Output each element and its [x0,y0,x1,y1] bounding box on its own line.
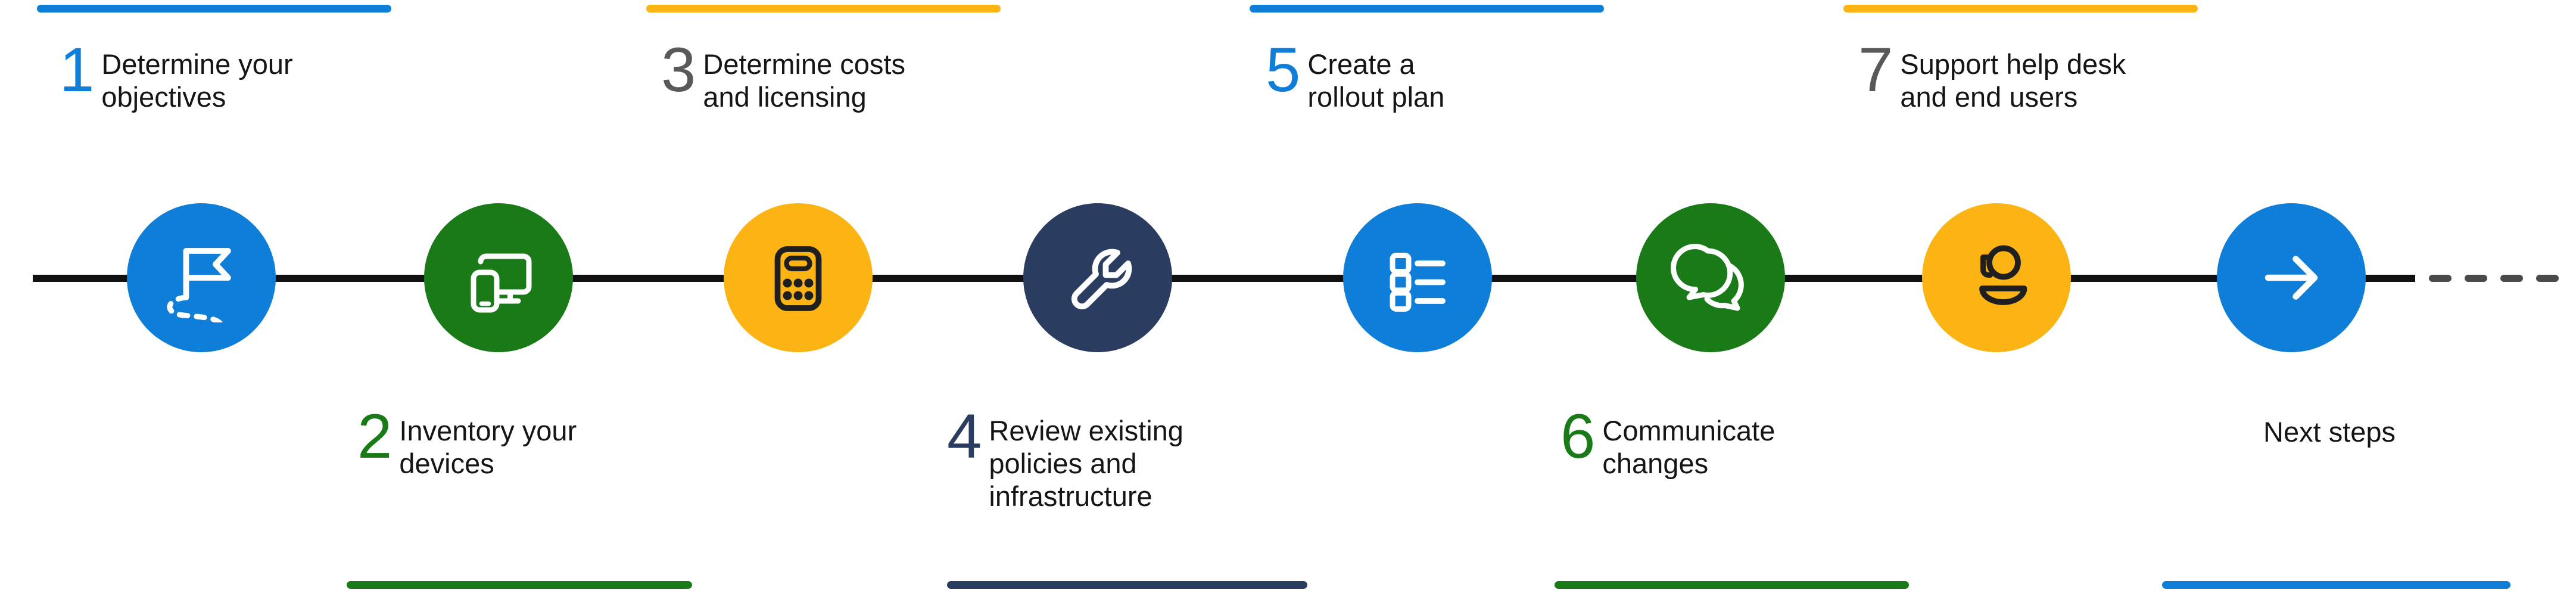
step-4-circle[interactable] [1023,203,1172,352]
step-1-label-block: 1 Determine your objectives [60,35,293,114]
step-4-number: 4 [947,402,982,471]
step-6-text: Communicate changes [1602,415,1776,479]
step-5-label-block: 5 Create a rollout plan [1266,35,1445,114]
step-3-number: 3 [661,35,696,105]
devices-icon [471,253,532,313]
step-7-number: 7 [1858,35,1893,105]
step-4-label-block: 4 Review existing policies and infrastru… [947,402,1183,513]
chat-bubbles-icon [1671,244,1744,311]
flag-path-icon [167,248,231,322]
step-7-text: Support help desk and end users [1900,48,2126,113]
timeline-track [33,275,2415,282]
step-5-circle[interactable] [1343,203,1492,352]
accent-bar-step-6 [1555,581,1909,589]
dash-segment [2500,275,2523,282]
next-steps-label-block: Next steps [2263,416,2396,449]
step-3-text: Determine costs and licensing [703,48,905,113]
step-4-text: Review existing policies and infrastruct… [989,415,1183,512]
calculator-icon [774,246,822,311]
step-6-number: 6 [1560,402,1595,471]
checklist-icon [1390,253,1446,312]
step-2-number: 2 [357,402,392,471]
dash-segment [2465,275,2487,282]
timeline-dashed-tail [2429,275,2576,282]
step-5-number: 5 [1266,35,1300,105]
step-1-number: 1 [60,35,94,105]
step-6-label-block: 6 Communicate changes [1560,402,1776,480]
step-1-circle[interactable] [127,203,276,352]
accent-bar-step-5 [1250,5,1604,13]
accent-bar-step-7 [1843,5,2198,13]
accent-bar-step-1 [37,5,391,13]
step-3-label-block: 3 Determine costs and licensing [661,35,905,114]
dash-segment [2429,275,2452,282]
step-5-text: Create a rollout plan [1307,48,1445,113]
step-2-circle[interactable] [424,203,573,352]
step-3-circle[interactable] [724,203,873,352]
next-steps-circle[interactable] [2217,203,2366,352]
step-7-label-block: 7 Support help desk and end users [1858,35,2126,114]
step-6-circle[interactable] [1636,203,1785,352]
step-7-circle[interactable] [1922,203,2071,352]
step-2-text: Inventory your devices [399,415,577,479]
accent-bar-step-3 [646,5,1001,13]
arrow-right-icon [2264,256,2318,300]
accent-bar-step-2 [347,581,692,589]
accent-bar-step-4 [947,581,1307,589]
accent-bar-next-steps [2162,581,2510,589]
step-1-text: Determine your objectives [101,48,293,113]
wrench-icon [1071,249,1132,310]
next-steps-text: Next steps [2263,416,2396,448]
step-2-label-block: 2 Inventory your devices [357,402,577,480]
headset-person-icon [1979,245,2027,305]
dash-segment [2536,275,2559,282]
